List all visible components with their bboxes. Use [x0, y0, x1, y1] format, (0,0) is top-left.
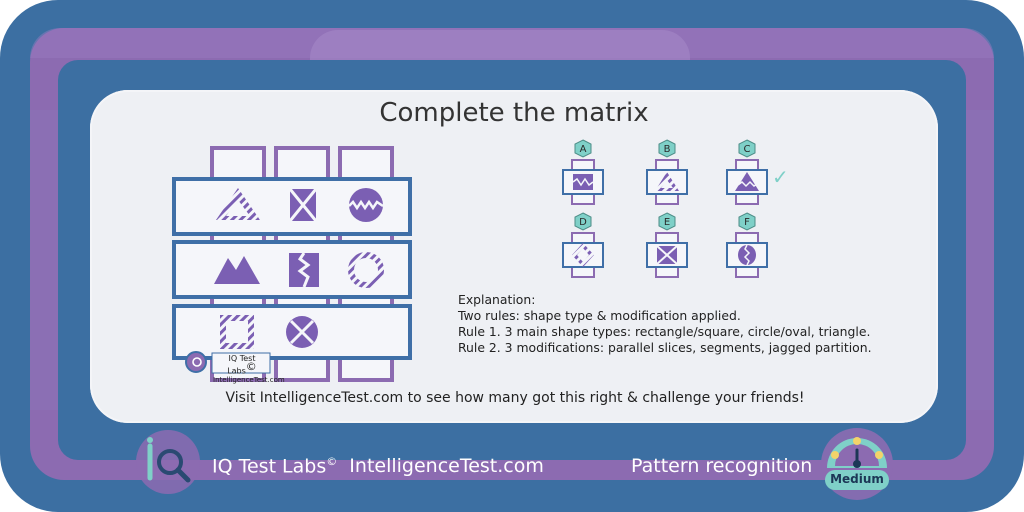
option-letter-b: B: [664, 144, 671, 155]
iq-labs-logo-icon: [136, 430, 200, 494]
option-c[interactable]: [726, 159, 768, 205]
explanation-block: Explanation: Two rules: shape type & mod…: [458, 292, 928, 356]
footer-category: Pattern recognition: [631, 455, 813, 477]
right-side-strip: [966, 110, 994, 410]
correct-check-icon: ✓: [772, 165, 789, 189]
option-letter-e: E: [664, 217, 670, 228]
difficulty-gauge-icon: [821, 428, 893, 500]
option-badges: A B C D E F: [574, 139, 756, 231]
rectangle-jagged-icon: [289, 252, 319, 288]
option-letter-c: C: [744, 144, 751, 155]
page-title: Complete the matrix: [379, 98, 649, 128]
ring-slices-icon: [348, 252, 384, 288]
option-d[interactable]: [562, 232, 604, 278]
difficulty-label: Medium: [830, 472, 884, 486]
hourglass-segments-icon: [288, 188, 318, 222]
matrix-logo: [185, 351, 271, 374]
option-letter-d: D: [579, 217, 587, 228]
matrix-logo-site: IntelligenceTest.com: [213, 375, 285, 384]
footer-site: IntelligenceTest.com: [349, 455, 544, 478]
option-b[interactable]: [646, 159, 688, 205]
mountain-jagged-icon: [214, 256, 260, 284]
square-slices-icon: [220, 315, 254, 349]
matrix-logo-copyright: ©: [245, 360, 257, 373]
footer-copyright: ©: [326, 455, 338, 468]
option-e[interactable]: [646, 232, 688, 278]
left-side-strip: [30, 110, 58, 410]
footer-brand-name: IQ Test Labs: [212, 455, 327, 478]
option-letter-f: F: [744, 217, 750, 228]
explanation-line-1: Two rules: shape type & modification app…: [458, 308, 741, 323]
explanation-line-2: Rule 1. 3 main shape types: rectangle/sq…: [458, 324, 871, 339]
option-f[interactable]: [726, 232, 768, 278]
answer-options: [562, 159, 768, 278]
footer-brand[interactable]: IQ Test Labs© IntelligenceTest.com: [212, 455, 544, 477]
matrix-logo-text: IQ Test Labs© IntelligenceTest.com: [213, 354, 285, 384]
triangle-slices-icon: [216, 188, 260, 220]
circle-segments-icon: [286, 316, 318, 348]
explanation-line-3: Rule 2. 3 modifications: parallel slices…: [458, 340, 872, 355]
option-letter-a: A: [580, 144, 587, 155]
visit-link-text[interactable]: Visit IntelligenceTest.com to see how ma…: [225, 390, 805, 406]
circle-jagged-icon: [348, 188, 384, 222]
matrix-logo-brand: IQ Test Labs: [227, 354, 256, 376]
option-a[interactable]: [562, 159, 604, 205]
explanation-heading: Explanation:: [458, 292, 536, 307]
